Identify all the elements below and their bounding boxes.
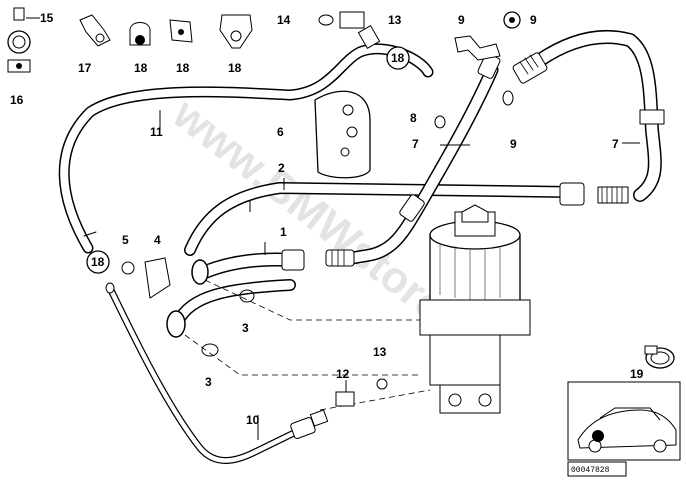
- part-label-22: 18: [134, 61, 148, 75]
- part-label-17: 14: [277, 13, 291, 27]
- fitting-14-15: [335, 378, 388, 407]
- part-label-7: 7: [412, 137, 419, 151]
- bracket-23: [169, 19, 193, 43]
- pipe-12: [105, 282, 329, 464]
- part-label-15: 13: [373, 345, 387, 359]
- pipe-2: [184, 182, 629, 256]
- clip-21: [79, 14, 111, 47]
- oring-17: [318, 14, 334, 26]
- part-label-2: 2: [278, 161, 285, 175]
- cap-11: [503, 11, 521, 29]
- leader-lines: [184, 279, 431, 411]
- clip-24: [219, 14, 253, 49]
- part-label-20: 16: [10, 93, 24, 107]
- part-label-13: 11: [150, 125, 163, 139]
- part-label-10: 9: [458, 13, 465, 27]
- diagram-id: 00047828: [571, 466, 610, 475]
- part-label-8: 7: [612, 137, 619, 151]
- hose-7: [325, 53, 501, 267]
- part-label-23: 18: [176, 61, 190, 75]
- part-label-24: 18: [228, 61, 242, 75]
- part-label-9b: 9: [510, 137, 517, 151]
- hose-8: [512, 30, 665, 202]
- oring-9: [434, 90, 514, 129]
- part-label-14: 12: [336, 367, 350, 381]
- pipe-lower: [166, 279, 296, 338]
- part-label-5: 5: [122, 233, 129, 247]
- part-label-3a: 3: [242, 321, 249, 335]
- part-label-12: 10: [246, 413, 260, 427]
- clip-22: [129, 22, 151, 46]
- part-label-6: 6: [277, 125, 284, 139]
- circled-label-18a: 18: [386, 46, 410, 70]
- part-label-4: 4: [154, 233, 161, 247]
- part-label-19: 15: [40, 11, 54, 25]
- clamp-18: [644, 345, 675, 369]
- oring-3: [201, 289, 255, 357]
- circled-label-18b: 18: [86, 250, 110, 274]
- hose-13: [58, 43, 434, 254]
- part-label-18c: 19: [630, 367, 644, 381]
- pipe-1: [191, 249, 305, 285]
- location-marker: [592, 430, 604, 442]
- part-label-11: 9: [530, 13, 537, 27]
- part-label-16: 13: [388, 13, 402, 27]
- part-label-1: 1: [280, 225, 287, 239]
- car-thumbnail: 00047828: [567, 381, 681, 477]
- part-label-9a: 8: [410, 111, 417, 125]
- bracket-6: [314, 90, 371, 179]
- oil-filter-housing: [419, 204, 531, 414]
- svg-text:18: 18: [91, 255, 105, 269]
- connector-16: [339, 11, 381, 49]
- callouts: [26, 17, 640, 440]
- part-label-3b: 3: [205, 375, 212, 389]
- component-19-20: [7, 7, 31, 73]
- svg-text:18: 18: [391, 51, 405, 65]
- part-labels: 15 16 17 18 18 18 14 13 9 9 8 7 9 7 6 11…: [10, 11, 644, 427]
- clip-10: [454, 35, 501, 61]
- nut-5-bracket-4: [121, 257, 171, 299]
- part-label-21: 17: [78, 61, 92, 75]
